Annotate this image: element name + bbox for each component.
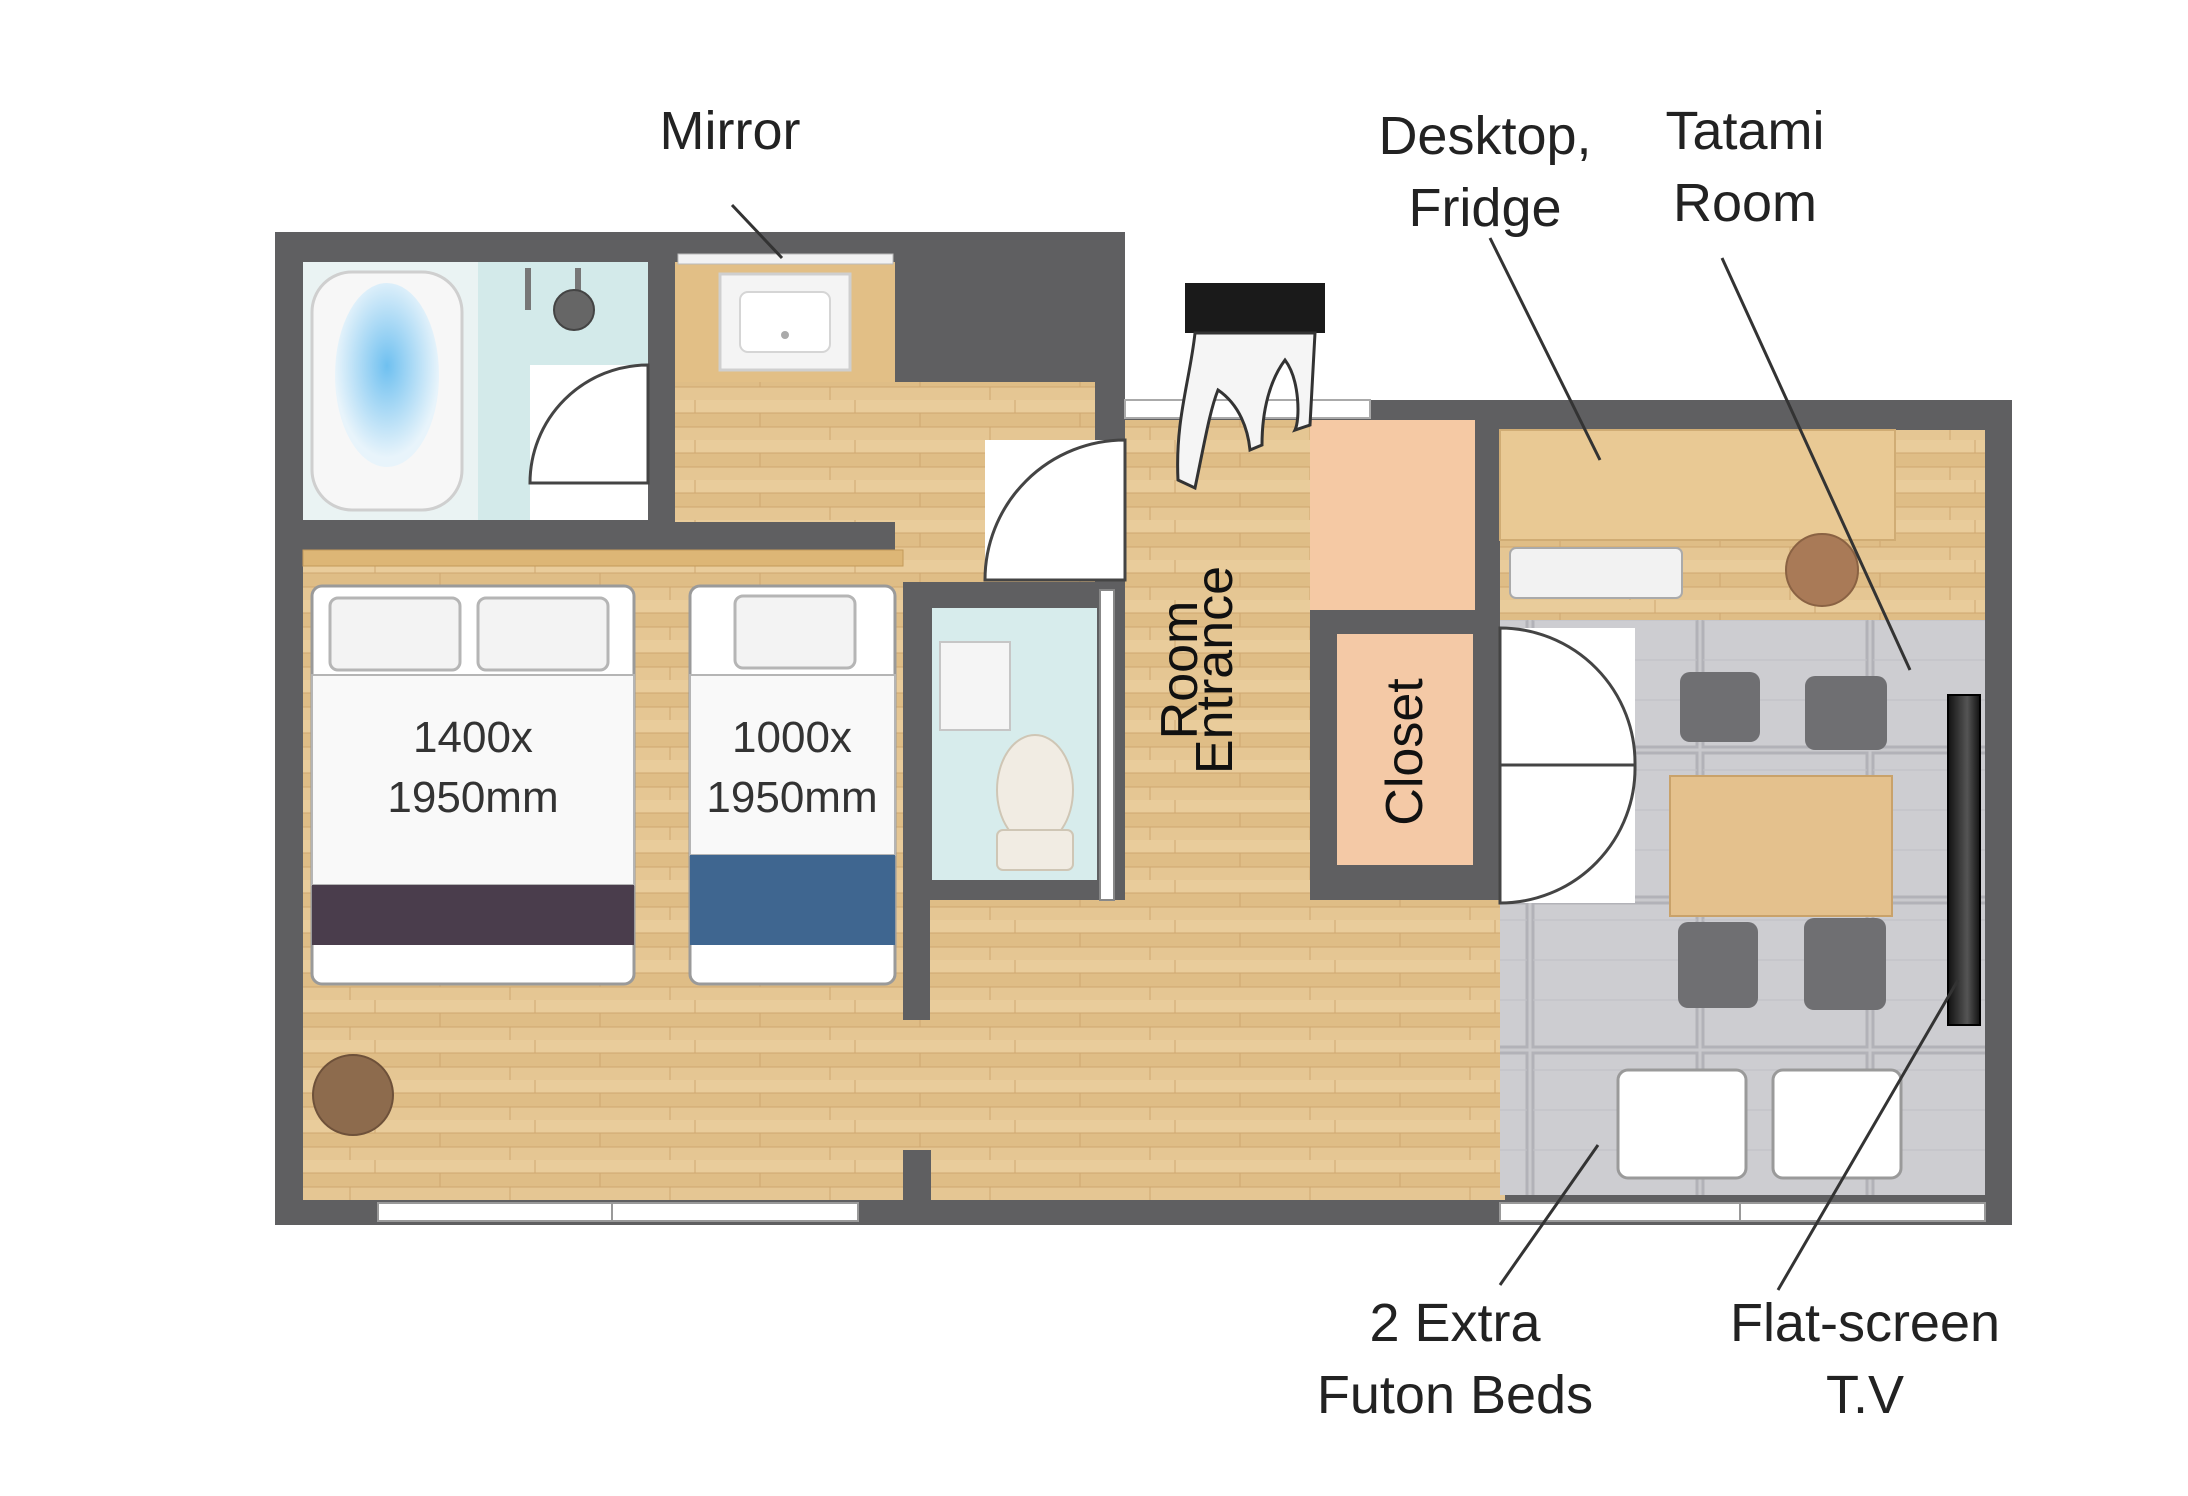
tatami-door-swing-top	[1498, 626, 1637, 767]
futon-beds-label: 2 Extra Futon Beds	[1290, 1292, 1620, 1426]
round-table-left	[312, 1054, 394, 1136]
toilet-tank	[996, 829, 1074, 871]
tatami-door-swing-bottom	[1498, 763, 1637, 905]
center-floor	[930, 900, 1505, 1035]
bed-headboard	[302, 549, 904, 567]
sink-basin	[739, 291, 831, 353]
futon-2	[1771, 1068, 1903, 1180]
tatami-chair-4	[1804, 918, 1886, 1010]
double-bed-pillow-2	[476, 596, 610, 672]
window-bottom-left	[377, 1202, 859, 1222]
toilet-sink	[939, 641, 1011, 731]
single-bed-size-label: 1000x 1950mm	[692, 710, 892, 826]
mirror-leader	[730, 203, 784, 260]
tv-label-line1: Flat-screen	[1729, 1293, 2001, 1353]
tatami-label-line2: Room	[1672, 173, 1818, 233]
flat-screen-tv	[1947, 694, 1981, 1026]
futon-leader	[1498, 1144, 1600, 1286]
shower-head	[553, 289, 595, 331]
tatami-chair-1	[1680, 672, 1760, 742]
double-bed-size-line2: 1950mm	[387, 773, 559, 822]
single-bed-pillow	[733, 594, 857, 670]
double-bed-stripe	[312, 885, 634, 945]
tv-label-line2: T.V	[1825, 1365, 1905, 1425]
double-bed-blanket	[311, 674, 635, 886]
double-bed-size-line1: 1400x	[413, 713, 533, 762]
tatami-room-label: Tatami Room	[1625, 100, 1865, 234]
closet-label: Closet	[1376, 678, 1434, 826]
desk-counter	[1499, 429, 1896, 541]
fridge	[1509, 547, 1683, 599]
desk-stool	[1785, 533, 1859, 607]
tatami-leader	[1720, 257, 1912, 671]
hall-door-swing	[983, 438, 1127, 582]
desktop-fridge-label: Desktop, Fridge	[1340, 105, 1630, 239]
single-bed-stripe	[690, 855, 895, 945]
shoe-cabinet	[1310, 420, 1475, 610]
desktop-leader	[1488, 237, 1602, 461]
single-bed-size-line2: 1950mm	[706, 773, 878, 822]
futon-label-line1: 2 Extra	[1369, 1293, 1541, 1353]
tv-leader	[1776, 979, 1960, 1291]
desktop-label-line2: Fridge	[1408, 178, 1562, 238]
tatami-chair-3	[1678, 922, 1758, 1008]
entrance-label: Entrance	[1186, 565, 1244, 775]
futon-label-line2: Futon Beds	[1316, 1365, 1594, 1425]
mirror-label: Mirror	[659, 101, 801, 161]
mirror-bar	[677, 253, 894, 265]
single-bed-size-line1: 1000x	[732, 713, 852, 762]
desktop-label-line1: Desktop,	[1378, 106, 1592, 166]
pointing-hand-icon	[1176, 283, 1325, 491]
sink-drain	[781, 331, 789, 339]
tatami-table	[1669, 775, 1893, 917]
toilet-door	[1099, 589, 1115, 901]
flat-screen-tv-label: Flat-screen T.V	[1700, 1292, 2030, 1426]
bathtub-water	[335, 283, 439, 467]
closet-box	[1333, 630, 1477, 869]
bath-door-swing	[528, 363, 650, 485]
double-bed-pillow-1	[328, 596, 462, 672]
window-bottom-right	[1499, 1202, 1986, 1222]
divider-wall-stub	[903, 1150, 931, 1200]
tatami-label-line1: Tatami	[1665, 101, 1825, 161]
double-bed-size-label: 1400x 1950mm	[373, 710, 573, 826]
tatami-chair-2	[1805, 676, 1887, 750]
toilet-bowl	[996, 734, 1074, 846]
futon-1	[1616, 1068, 1748, 1180]
